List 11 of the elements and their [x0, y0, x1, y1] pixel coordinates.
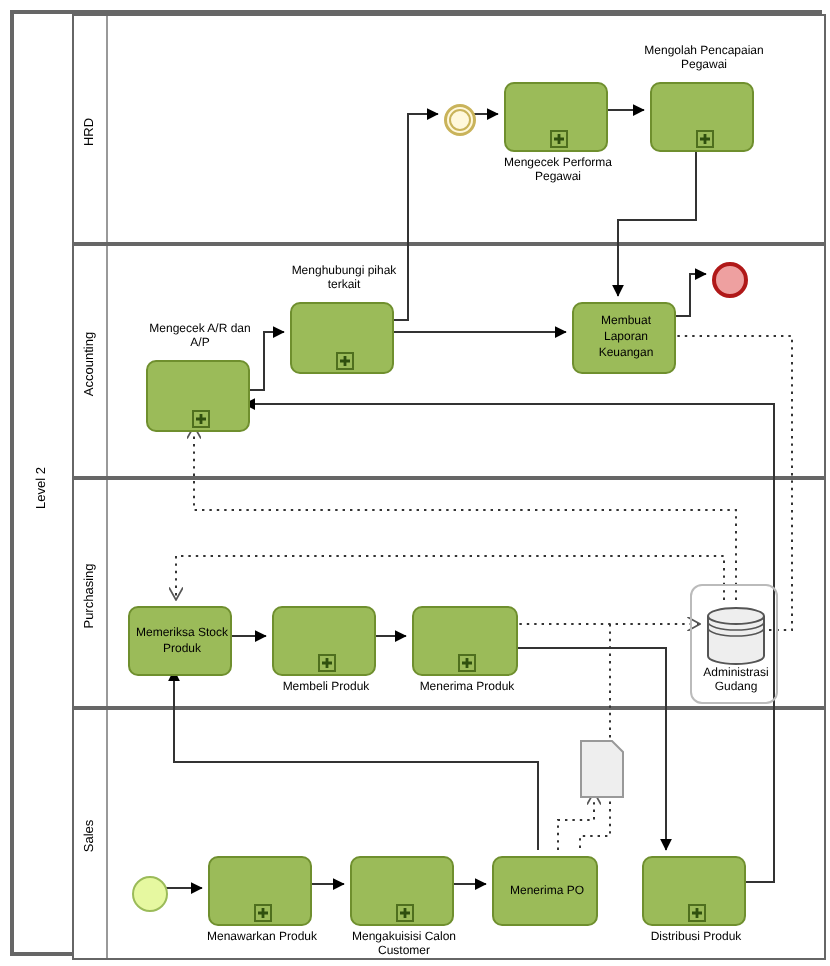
task-box — [128, 606, 232, 676]
pool — [10, 10, 822, 956]
swimlane — [72, 244, 826, 478]
swimlane — [72, 14, 826, 244]
swimlane — [72, 708, 826, 960]
sequence-flow-arrow — [469, 108, 499, 120]
swimlane — [72, 478, 826, 708]
dotted-association-arrow — [168, 555, 725, 601]
task-box — [492, 856, 598, 926]
sequence-flow-arrow — [161, 882, 203, 894]
task-box — [572, 302, 676, 374]
